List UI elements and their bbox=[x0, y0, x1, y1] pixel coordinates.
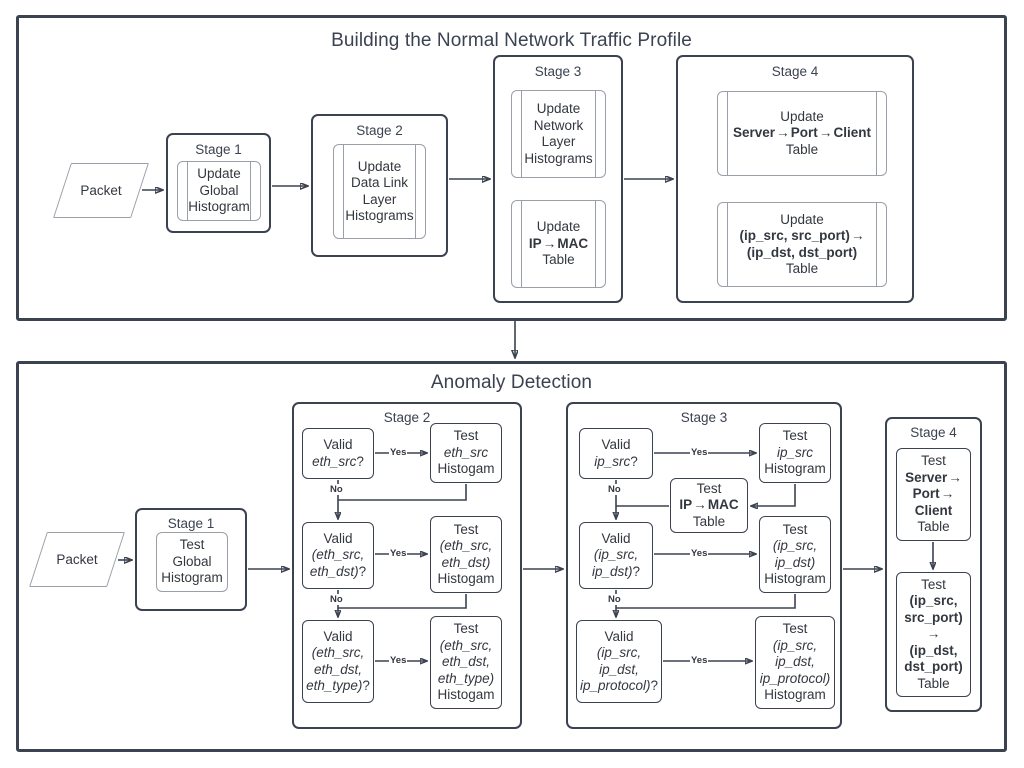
page-title: Building the Normal Network Traffic Prof… bbox=[331, 30, 692, 51]
bottom-node-test-eth-src-dst-histogram: Test(eth_src,eth_dst)Histogam bbox=[430, 516, 502, 593]
edge-label-no: No bbox=[329, 594, 344, 605]
bottom-node-test-ip-src-dst-protocol-histogram: Test(ip_src,ip_dst,ip_protocol)Histogram bbox=[755, 616, 835, 709]
bottom-packet-shape: Packet bbox=[29, 532, 125, 587]
bottom-node-valid-eth-src-dst-type: Valid(eth_src,eth_dst,eth_type)? bbox=[302, 620, 374, 703]
edge-label-yes: Yes bbox=[389, 655, 408, 666]
node-text: Valid(eth_src,eth_dst)? bbox=[309, 530, 367, 579]
top-node-update-ipsrc-ipdst-table: Update(ip_src, src_port) →(ip_dst, dst_p… bbox=[717, 202, 887, 287]
bottom-node-valid-ip-src-dst: Valid(ip_src,ip_dst)? bbox=[579, 522, 653, 589]
node-text: Test(eth_src,eth_dst)Histogam bbox=[437, 521, 495, 587]
node-text: Update(ip_src, src_port) →(ip_dst, dst_p… bbox=[739, 211, 865, 277]
bottom-node-valid-ip-src-dst-protocol: Valid(ip_src,ip_dst,ip_protocol)? bbox=[576, 620, 662, 703]
bottom-node-test-ipsrc-ipdst-table: Test(ip_src,src_port)→(ip_dst,dst_port)T… bbox=[896, 572, 971, 697]
node-text: Test(eth_src,eth_dst,eth_type)Histogam bbox=[437, 621, 495, 703]
edge-label-yes: Yes bbox=[690, 548, 709, 559]
top-packet-label: Packet bbox=[80, 183, 122, 198]
top-packet-shape: Packet bbox=[53, 163, 149, 218]
node-text: Test(ip_src,src_port)→(ip_dst,dst_port)T… bbox=[904, 576, 963, 691]
bottom-panel-title: Anomaly Detection bbox=[430, 372, 593, 393]
top-stage-3-label: Stage 3 bbox=[534, 64, 582, 79]
edge-label-no: No bbox=[607, 594, 622, 605]
bottom-node-test-ip-src-dst-histogram: Test(ip_src,ip_dst)Histogram bbox=[759, 516, 831, 593]
top-stage-2-label: Stage 2 bbox=[356, 123, 403, 138]
edge-label-no: No bbox=[329, 484, 344, 495]
node-text: Test(ip_src,ip_dst,ip_protocol)Histogram bbox=[759, 621, 831, 703]
edge-label-yes: Yes bbox=[389, 447, 408, 458]
bottom-stage-3-label: Stage 3 bbox=[680, 410, 728, 425]
top-stage-4-label: Stage 4 bbox=[771, 64, 819, 79]
bottom-stage-2-label: Stage 2 bbox=[383, 410, 431, 425]
node-text: Test(ip_src,ip_dst)Histogram bbox=[764, 521, 826, 587]
top-stage-1-label: Stage 1 bbox=[195, 142, 242, 157]
node-text: Valid(ip_src,ip_dst)? bbox=[591, 530, 641, 579]
edge-label-yes: Yes bbox=[690, 447, 709, 458]
edge-label-yes: Yes bbox=[690, 655, 709, 666]
bottom-node-valid-eth-src-dst: Valid(eth_src,eth_dst)? bbox=[302, 522, 374, 589]
bottom-packet-label: Packet bbox=[56, 552, 98, 567]
edge-label-no: No bbox=[607, 484, 622, 495]
node-text: Valid(eth_src,eth_dst,eth_type)? bbox=[306, 628, 370, 694]
bottom-stage-1-label: Stage 1 bbox=[167, 516, 215, 531]
node-text: Valid(ip_src,ip_dst,ip_protocol)? bbox=[579, 628, 659, 694]
bottom-stage-4-label: Stage 4 bbox=[910, 425, 957, 440]
edge-label-yes: Yes bbox=[389, 548, 408, 559]
bottom-node-test-eth-src-dst-type-histogram: Test(eth_src,eth_dst,eth_type)Histogam bbox=[430, 616, 502, 709]
